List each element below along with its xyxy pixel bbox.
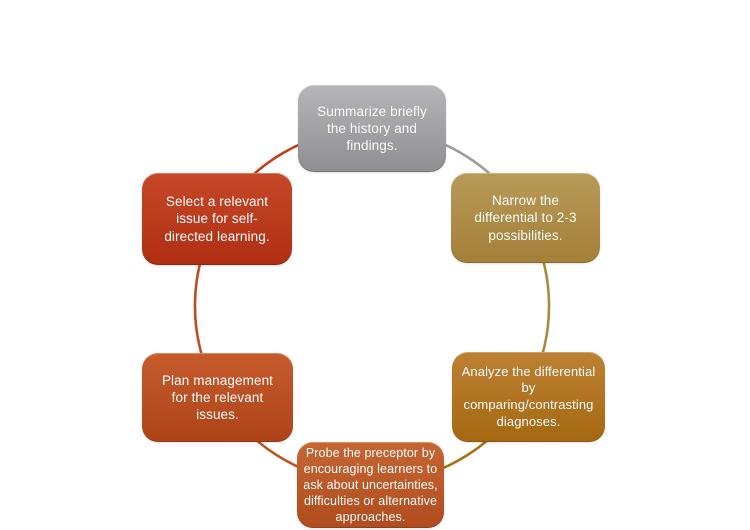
step-box-summarize: Summarize briefly the history and findin… [298,85,446,172]
step-box-select: Select a relevant issue for self-directe… [142,173,292,265]
step-label-analyze: Analyze the differential by comparing/co… [461,363,596,429]
step-label-plan: Plan management for the relevant issues. [161,372,274,423]
step-box-narrow: Narrow the differential to 2-3 possibili… [451,173,600,263]
step-label-summarize: Summarize briefly the history and findin… [317,103,427,154]
step-box-plan: Plan management for the relevant issues. [142,353,293,442]
step-label-probe: Probe the preceptor by encouraging learn… [303,446,438,524]
step-box-analyze: Analyze the differential by comparing/co… [452,352,605,442]
step-box-probe: Probe the preceptor by encouraging learn… [297,442,444,528]
step-label-select: Select a relevant issue for self-directe… [164,194,270,244]
step-label-narrow: Narrow the differential to 2-3 possibili… [474,193,577,243]
